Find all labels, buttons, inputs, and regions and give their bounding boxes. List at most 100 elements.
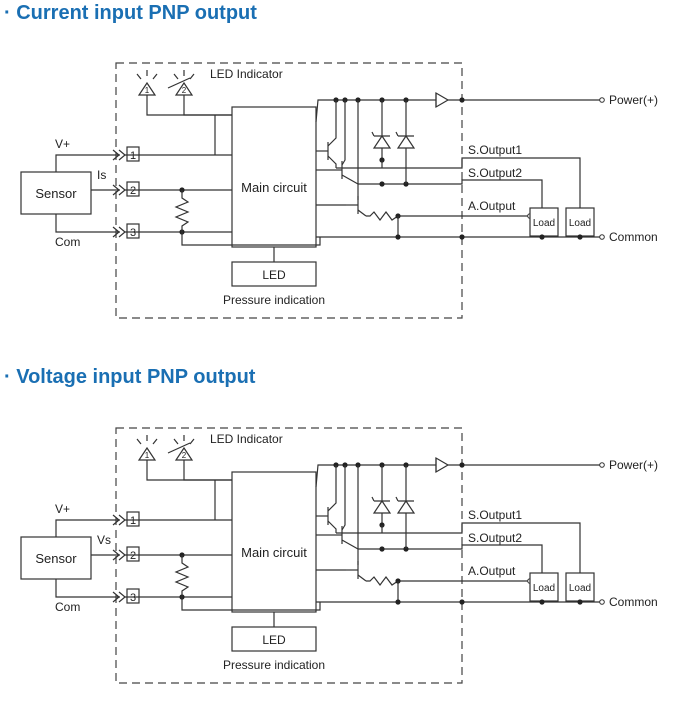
junction-dot [459, 599, 465, 605]
transistor-s2-collector [341, 100, 346, 166]
shunt-resistor [174, 190, 190, 232]
junction-dot [379, 181, 385, 187]
main-circuit-box [231, 106, 317, 248]
light-rays-icon [173, 435, 195, 445]
led-number: 1 [145, 86, 150, 95]
terminal-number: 1 [130, 150, 136, 162]
s-output1-label: S.Output1 [468, 508, 522, 522]
terminal-number: 2 [130, 550, 136, 562]
vplus-wire [55, 519, 120, 537]
com-to-common [181, 232, 321, 246]
section-title-current-input: · Current input PNP output [4, 2, 257, 24]
section-title-voltage-input: · Voltage input PNP output [4, 366, 256, 388]
device-enclosure [115, 427, 463, 684]
led-wire [183, 95, 232, 116]
common-label: Common [609, 595, 658, 609]
s-output1-wire [336, 157, 581, 208]
power-bus [315, 99, 420, 123]
zener-bar [395, 496, 414, 502]
load-label-1: Load [533, 218, 555, 229]
s-output1-label: S.Output1 [468, 143, 522, 157]
junction-dot [539, 234, 545, 240]
led-wire [146, 460, 232, 481]
load-box-1 [529, 207, 559, 237]
s-output2-label: S.Output2 [468, 531, 522, 545]
led-number: 2 [182, 86, 187, 95]
a-output-label: A.Output [468, 564, 516, 578]
s-output2-label: S.Output2 [468, 166, 522, 180]
zener-diode-icon [396, 134, 416, 149]
common-label: Common [609, 230, 658, 244]
junction-dot [379, 546, 385, 552]
led-number: 2 [182, 451, 187, 460]
led-indicator-leader [167, 77, 191, 89]
main-circuit-label: Main circuit [241, 180, 307, 195]
pressure-indication-label: Pressure indication [223, 293, 325, 307]
transistor-s1-emitter [327, 155, 337, 168]
led-wire [146, 95, 232, 116]
signal-label: Vs [97, 533, 111, 547]
junction-dot [459, 462, 465, 468]
signal-label: Is [97, 168, 106, 182]
led-wire [183, 460, 232, 481]
terminal-dot [599, 462, 605, 468]
terminal-box [126, 223, 140, 239]
zener-bar [371, 496, 390, 502]
led-indicator-leader [167, 442, 191, 454]
led-display-box [231, 626, 317, 652]
sensor-box [20, 536, 92, 580]
device-enclosure [115, 62, 463, 319]
zener-bar [371, 131, 390, 137]
led-number: 1 [145, 451, 150, 460]
transistor-s1-emitter [327, 520, 337, 533]
terminal-number: 3 [130, 227, 136, 239]
light-rays-icon [136, 435, 158, 445]
pressure-indication-label: Pressure indication [223, 658, 325, 672]
com-label: Com [55, 235, 80, 249]
terminal-dot [599, 599, 605, 605]
zener-bar [395, 131, 414, 137]
load-label-2: Load [569, 218, 591, 229]
terminal-box [126, 181, 140, 197]
zener-diode-icon [372, 499, 392, 514]
diode-icon [435, 91, 450, 109]
load-box-2 [565, 207, 595, 237]
junction-dot [459, 97, 465, 103]
junction-dot [395, 599, 401, 605]
com-wire [55, 579, 120, 598]
terminal-dot [599, 234, 605, 240]
s-output2-wire [358, 544, 543, 573]
vplus-wire [55, 154, 120, 172]
a-output-wire [366, 211, 528, 221]
sensor-label: Sensor [35, 551, 77, 566]
sensor-label: Sensor [35, 186, 77, 201]
transistor-a-emitter [357, 209, 367, 217]
transistor-s2-emitter [341, 174, 359, 185]
terminal-number: 3 [130, 592, 136, 604]
load-label-2: Load [569, 583, 591, 594]
transistor-s2-emitter [341, 539, 359, 550]
com-wire [55, 214, 120, 233]
power-label: Power(+) [609, 93, 658, 107]
terminal-number: 2 [130, 185, 136, 197]
terminal-box [126, 588, 140, 604]
transistor-a-emitter [357, 574, 367, 582]
diode-icon [435, 456, 450, 474]
led-indicator-label: LED Indicator [210, 67, 283, 81]
zener-diode-icon [396, 499, 416, 514]
main-circuit-label: Main circuit [241, 545, 307, 560]
led-indicator-label: LED Indicator [210, 432, 283, 446]
zener-diode-icon [372, 134, 392, 149]
junction-dot [539, 599, 545, 605]
a-output-label: A.Output [468, 199, 516, 213]
a-output-wire [366, 576, 528, 586]
s-output2-wire [358, 179, 543, 208]
transistor-s1-collector [327, 100, 337, 147]
junction-dot [577, 234, 583, 240]
main-circuit-box [231, 471, 317, 613]
transistor-s2-collector [341, 465, 346, 531]
power-label: Power(+) [609, 458, 658, 472]
load-label-1: Load [533, 583, 555, 594]
terminal-number: 1 [130, 515, 136, 527]
